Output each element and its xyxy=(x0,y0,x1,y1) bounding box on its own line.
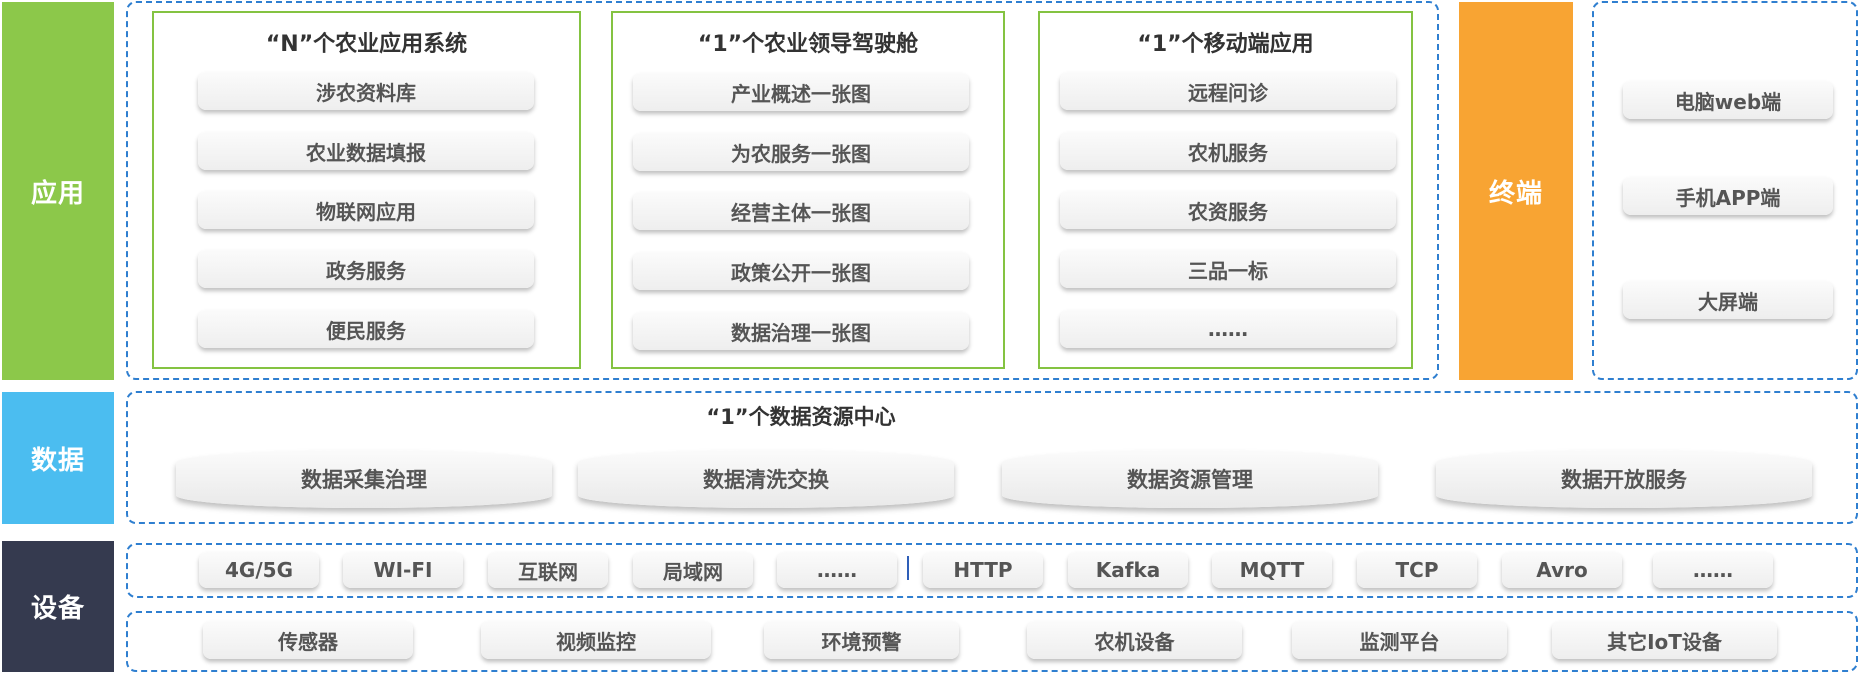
network-item-wifi[interactable]: WI-FI xyxy=(343,552,463,588)
network-protocol-separator xyxy=(907,556,909,580)
panel-agri-apps-title: “N”个农业应用系统 xyxy=(265,32,468,57)
network-item-4g5g[interactable]: 4G/5G xyxy=(199,552,319,588)
mobile-item-remote-consult[interactable]: 远程问诊 xyxy=(1060,72,1396,110)
protocol-item-more[interactable]: …… xyxy=(1653,552,1773,588)
protocol-item-kafka[interactable]: Kafka xyxy=(1068,552,1188,588)
layer-label-terminal: 终端 xyxy=(1459,2,1573,380)
panel-mobile-app xyxy=(1038,11,1413,369)
data-item-exchange[interactable]: 数据清洗交换 xyxy=(578,450,954,508)
device-item-monitor-platform[interactable]: 监测平台 xyxy=(1292,621,1507,659)
panel-leader-cockpit-title: “1”个农业领导驾驶舱 xyxy=(697,32,919,57)
mobile-item-machinery[interactable]: 农机服务 xyxy=(1060,132,1396,170)
protocol-item-http[interactable]: HTTP xyxy=(923,552,1043,588)
layer-label-data: 数据 xyxy=(2,392,114,524)
data-center-title: “1”个数据资源中心 xyxy=(706,405,896,429)
device-item-other-iot[interactable]: 其它IoT设备 xyxy=(1552,621,1777,659)
panel-agri-apps xyxy=(152,11,581,369)
terminal-item-web[interactable]: 电脑web端 xyxy=(1623,81,1833,119)
app-layer-container xyxy=(126,1,1439,380)
app-item-iot-app[interactable]: 物联网应用 xyxy=(198,191,534,229)
data-layer-container xyxy=(126,391,1858,524)
layer-app-text: 应用 xyxy=(30,178,85,209)
mobile-item-more[interactable]: …… xyxy=(1060,310,1396,348)
device-item-sensor[interactable]: 传感器 xyxy=(203,621,413,659)
network-item-lan[interactable]: 局域网 xyxy=(633,552,753,588)
layer-terminal-text: 终端 xyxy=(1488,178,1543,209)
panel-leader-cockpit xyxy=(611,11,1005,369)
terminal-container xyxy=(1592,1,1858,380)
layer-label-device: 设备 xyxy=(2,541,114,672)
data-item-open-service[interactable]: 数据开放服务 xyxy=(1436,450,1812,508)
protocol-item-tcp[interactable]: TCP xyxy=(1357,552,1477,588)
cockpit-item-service[interactable]: 为农服务一张图 xyxy=(633,133,969,171)
app-item-agri-database[interactable]: 涉农资料库 xyxy=(198,72,534,110)
device-item-env-alert[interactable]: 环境预警 xyxy=(764,621,959,659)
mobile-item-certification[interactable]: 三品一标 xyxy=(1060,250,1396,288)
network-protocol-container xyxy=(126,543,1858,598)
cockpit-item-policy[interactable]: 政策公开一张图 xyxy=(633,252,969,290)
protocol-item-mqtt[interactable]: MQTT xyxy=(1212,552,1332,588)
layer-label-app: 应用 xyxy=(2,2,114,380)
terminal-item-big-screen[interactable]: 大屏端 xyxy=(1623,281,1833,319)
device-container xyxy=(126,611,1858,672)
cockpit-item-governance[interactable]: 数据治理一张图 xyxy=(633,312,969,350)
terminal-item-mobile-app[interactable]: 手机APP端 xyxy=(1623,177,1833,215)
app-item-citizen-service[interactable]: 便民服务 xyxy=(198,310,534,348)
device-item-video[interactable]: 视频监控 xyxy=(481,621,711,659)
panel-mobile-app-title: “1”个移动端应用 xyxy=(1137,32,1314,57)
network-item-internet[interactable]: 互联网 xyxy=(488,552,608,588)
data-item-resource-mgmt[interactable]: 数据资源管理 xyxy=(1002,450,1378,508)
app-item-gov-service[interactable]: 政务服务 xyxy=(198,250,534,288)
cockpit-item-industry[interactable]: 产业概述一张图 xyxy=(633,73,969,111)
mobile-item-supplies[interactable]: 农资服务 xyxy=(1060,191,1396,229)
data-item-collection[interactable]: 数据采集治理 xyxy=(176,450,552,508)
layer-device-text: 设备 xyxy=(30,594,85,624)
layer-data-text: 数据 xyxy=(30,445,85,476)
app-item-data-report[interactable]: 农业数据填报 xyxy=(198,132,534,170)
protocol-item-avro[interactable]: Avro xyxy=(1502,552,1622,588)
network-item-more[interactable]: …… xyxy=(777,552,897,588)
device-item-machinery[interactable]: 农机设备 xyxy=(1027,621,1242,659)
cockpit-item-entity[interactable]: 经营主体一张图 xyxy=(633,192,969,230)
